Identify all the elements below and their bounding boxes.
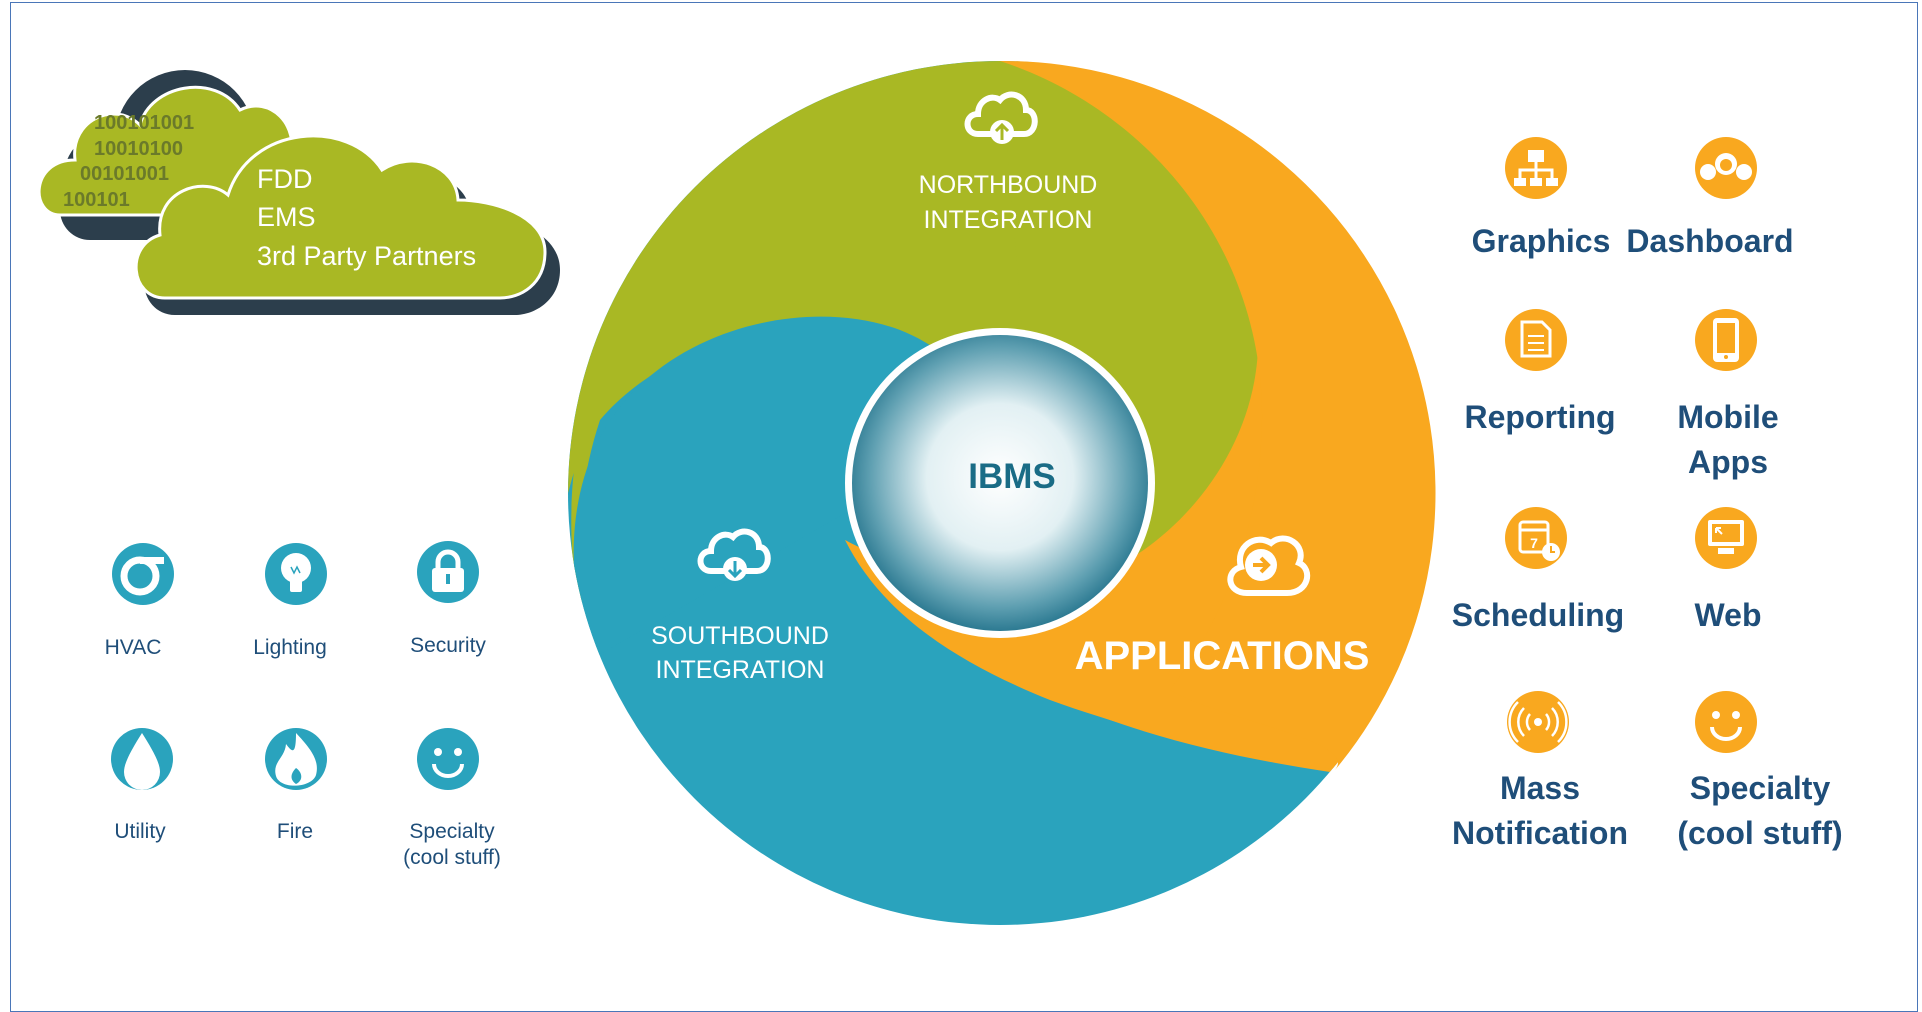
ibms-label: IBMS — [968, 457, 1056, 496]
subsystem-label-specialty: Specialty — [409, 820, 495, 843]
app-web: Web — [1695, 507, 1762, 633]
cloud-download-icon — [697, 528, 771, 581]
smiley-icon — [1695, 691, 1757, 753]
subsystem-security: Security — [410, 541, 486, 657]
southbound-line-1: SOUTHBOUND — [651, 622, 829, 650]
app-label-mass: Mass — [1500, 770, 1580, 806]
front-cloud — [134, 134, 547, 300]
ibms-core — [852, 335, 1148, 631]
cloud-text: FDD EMS 3rd Party Partners — [257, 164, 476, 271]
app-mobile: Mobile Apps — [1677, 309, 1779, 480]
app-mass-notification: Mass Notification — [1452, 691, 1628, 851]
binary-line-4: 100101 — [63, 189, 130, 211]
subsystem-label-hvac: HVAC — [105, 636, 162, 659]
southbound-label: SOUTHBOUND INTEGRATION — [651, 622, 829, 684]
northbound-line-2: INTEGRATION — [924, 206, 1093, 234]
app-label-web: Web — [1695, 597, 1762, 633]
subsystem-specialty: Specialty (cool stuff) — [403, 728, 501, 869]
partner-cloud: 100101001 10010100 00101001 100101 FDD E… — [37, 70, 560, 315]
app-label-notification: Notification — [1452, 815, 1628, 851]
app-label-mobile-apps: Apps — [1688, 444, 1768, 480]
subsystem-fire: Fire — [265, 728, 327, 843]
app-label-specialty: Specialty — [1690, 770, 1831, 806]
app-label-specialty-sub: (cool stuff) — [1677, 815, 1842, 851]
binary-line-3: 00101001 — [80, 163, 169, 185]
subsystem-hvac: HVAC — [105, 543, 174, 659]
cloud-arrow-right-icon — [1227, 535, 1311, 596]
cloud-line-fdd: FDD — [257, 164, 313, 194]
cloud-line-partners: 3rd Party Partners — [257, 241, 476, 271]
binary-line-2: 10010100 — [94, 138, 183, 160]
app-label-scheduling: Scheduling — [1452, 597, 1624, 633]
subsystem-utility: Utility — [111, 728, 173, 843]
subsystem-label-lighting: Lighting — [253, 636, 327, 659]
subsystem-label-utility: Utility — [114, 820, 166, 843]
app-label-dashboard: Dashboard — [1626, 223, 1793, 259]
subsystem-label-specialty-sub: (cool stuff) — [403, 846, 501, 869]
subsystem-lighting: Lighting — [253, 543, 327, 659]
subsystem-grid: HVAC Lighting Security Utility — [105, 541, 501, 869]
northbound-line-1: NORTHBOUND — [919, 171, 1098, 199]
integration-swirl: IBMS NORTHBOUND INTEGRATION SOUTHBOUND I… — [568, 60, 1436, 925]
northbound-label: NORTHBOUND INTEGRATION — [919, 171, 1098, 234]
app-specialty: Specialty (cool stuff) — [1677, 691, 1843, 851]
southbound-line-2: INTEGRATION — [656, 656, 825, 684]
binary-digits: 100101001 10010100 00101001 100101 — [63, 112, 194, 211]
binary-line-1: 100101001 — [94, 112, 194, 134]
application-grid: Graphics Dashboard Reporting Mobile Apps — [1452, 137, 1843, 851]
svg-text:7: 7 — [1530, 535, 1538, 551]
document-icon — [1505, 309, 1567, 371]
app-dashboard: Dashboard — [1626, 137, 1794, 259]
app-label-mobile: Mobile — [1677, 399, 1778, 435]
cloud-upload-icon — [964, 91, 1038, 144]
applications-label: APPLICATIONS — [1075, 634, 1370, 678]
smiley-icon — [417, 728, 479, 790]
applications-crescent — [1000, 60, 1436, 770]
app-scheduling: 7 Scheduling — [1452, 507, 1624, 633]
subsystem-label-security: Security — [410, 634, 486, 657]
app-label-reporting: Reporting — [1464, 399, 1615, 435]
subsystem-label-fire: Fire — [277, 820, 313, 843]
app-reporting: Reporting — [1464, 309, 1616, 435]
app-label-graphics: Graphics — [1472, 223, 1611, 259]
app-graphics: Graphics — [1472, 137, 1611, 259]
cloud-line-ems: EMS — [257, 202, 316, 232]
